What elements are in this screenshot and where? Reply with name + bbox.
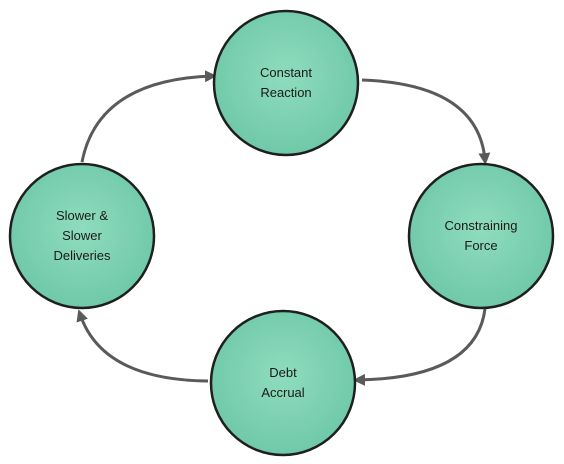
arrow-constant-reaction-to-constraining-force xyxy=(361,78,491,165)
node-debt-accrual xyxy=(209,309,357,457)
arrow-constraining-force-to-debt-accrual xyxy=(353,308,487,386)
node-constant-reaction xyxy=(212,9,360,157)
node-constraining-force xyxy=(407,162,555,310)
arrow-debt-accrual-to-slower-deliveries xyxy=(76,309,209,383)
arrow-slower-deliveries-to-constant-reaction xyxy=(80,70,217,163)
node-slower-deliveries xyxy=(8,162,156,310)
